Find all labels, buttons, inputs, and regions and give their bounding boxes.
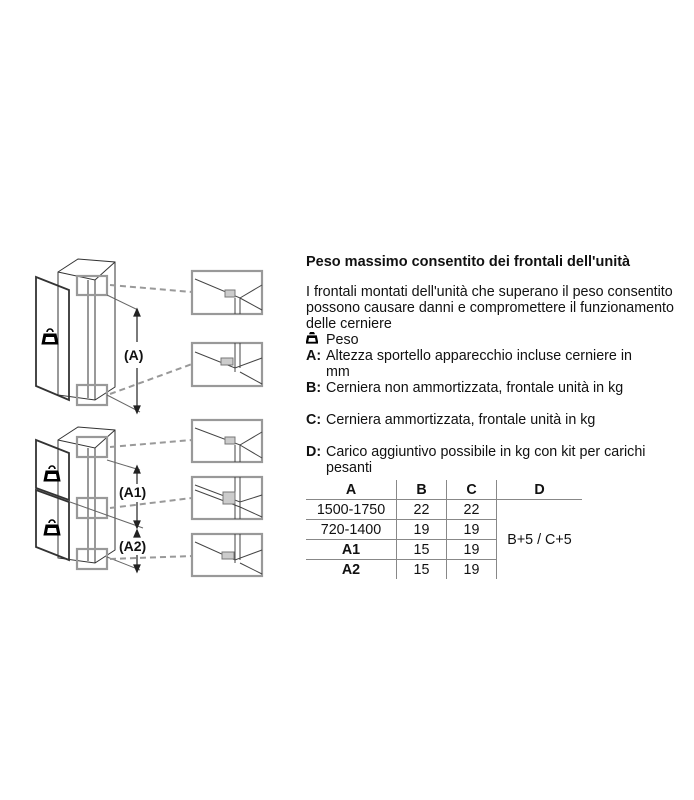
legend-text: Cerniera ammortizzata, frontale unità in… [326, 412, 596, 428]
cell: 19 [396, 519, 447, 540]
hinge-detail-boxes [190, 269, 264, 578]
cell: 720-1400 [306, 519, 397, 540]
legend-c: C:Cerniera ammortizzata, frontale unità … [306, 412, 691, 428]
cell: 19 [446, 519, 497, 540]
cell: A1 [306, 539, 397, 560]
legend-text-cont: mm [326, 364, 350, 380]
section-title: Peso massimo consentito dei frontali del… [306, 254, 631, 270]
legend-key: B: [306, 380, 322, 396]
dimension-arrows [133, 307, 141, 574]
legend-text: Carico aggiuntivo possibile in kg con ki… [326, 444, 646, 460]
legend-text: Cerniera non ammortizzata, frontale unit… [326, 380, 624, 396]
intro-paragraph: I frontali montati dell'unità che supera… [306, 284, 674, 332]
dimension-label-a1: (A1) [119, 484, 146, 500]
cell: 22 [396, 499, 447, 520]
installation-diagram: (A) (A1) (A2) [35, 258, 264, 578]
legend-text-cont: pesanti [326, 460, 373, 476]
upper-cabinet [35, 258, 141, 413]
cell: 19 [446, 559, 497, 579]
col-header-c: C [446, 480, 497, 500]
legend-d: D:Carico aggiuntivo possibile in kg con … [306, 444, 691, 476]
cell: 19 [446, 539, 497, 560]
legend-key: D: [306, 444, 322, 460]
legend-text: Peso [326, 332, 359, 348]
legend-a: A:Altezza sportello apparecchio incluse … [306, 348, 691, 380]
dimension-label-a: (A) [124, 347, 143, 363]
legend-text: Altezza sportello apparecchio incluse ce… [326, 348, 632, 364]
col-header-b: B [396, 480, 447, 500]
cell: A2 [341, 561, 361, 578]
weight-icon [305, 331, 326, 348]
dimension-label-a2: (A2) [119, 538, 146, 554]
cell: 22 [446, 499, 497, 520]
cell: 1500-1750 [306, 499, 397, 520]
legend-key: A: [306, 348, 322, 364]
cell-d: B+5 / C+5 [496, 499, 582, 579]
callout-leaders [109, 284, 193, 560]
cell: 15 [396, 559, 447, 579]
legend-weight: Peso [305, 331, 691, 348]
legend-b: B:Cerniera non ammortizzata, frontale un… [306, 380, 691, 396]
cell: 15 [396, 539, 447, 560]
legend-key: C: [306, 412, 322, 428]
col-header-a: A [306, 480, 397, 500]
weight-icon [41, 328, 59, 345]
col-header-d: D [496, 480, 582, 500]
